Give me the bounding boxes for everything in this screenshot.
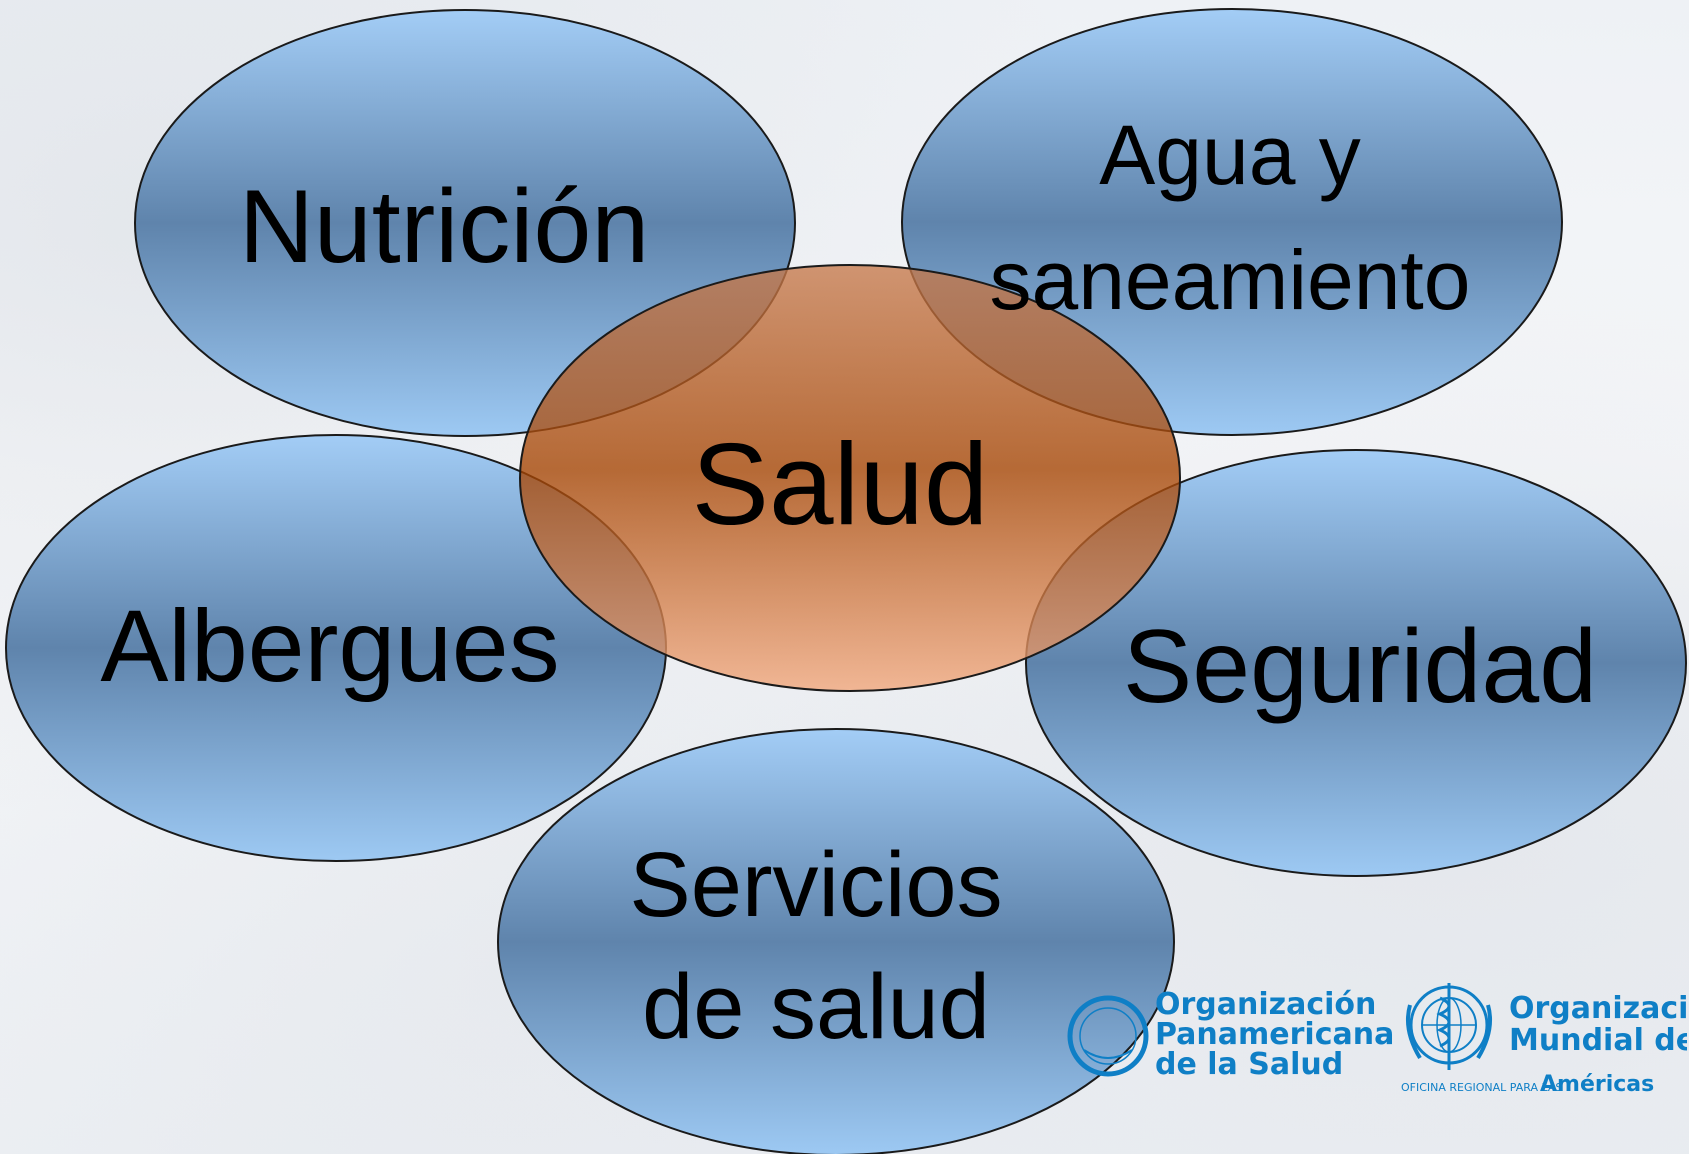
node-servicios-label-line2: de salud xyxy=(642,956,990,1058)
ops-logo-line2: Panamericana xyxy=(1155,1017,1395,1052)
oms-regional-name: Américas xyxy=(1540,1072,1655,1097)
node-albergues-label: Albergues xyxy=(100,589,560,703)
oms-emblem-icon xyxy=(1406,983,1492,1070)
node-seguridad-label: Seguridad xyxy=(1122,609,1598,725)
center-salud-ellipse xyxy=(519,264,1181,692)
oms-logo-line2: Mundial de la S xyxy=(1509,1026,1687,1056)
oms-logo-line1: Organización xyxy=(1509,991,1689,1026)
ops-logo-line1: Organización xyxy=(1155,987,1377,1022)
node-servicios-ellipse xyxy=(497,728,1175,1154)
center-salud-label: Salud xyxy=(691,419,989,549)
ops-logo-emblem xyxy=(1067,995,1149,1077)
node-servicios-label-line1: Servicios xyxy=(629,834,1003,936)
ops-logo-line3: de la Salud xyxy=(1155,1047,1344,1082)
oms-regional-prefix: OFICINA REGIONAL PARA LAS xyxy=(1401,1081,1563,1094)
node-nutricion-label: Nutrición xyxy=(238,169,650,285)
node-seguridad-ellipse xyxy=(1025,449,1687,877)
node-agua-label-line2: saneamiento xyxy=(989,233,1471,327)
node-agua-label-line1: Agua y xyxy=(1099,108,1361,202)
